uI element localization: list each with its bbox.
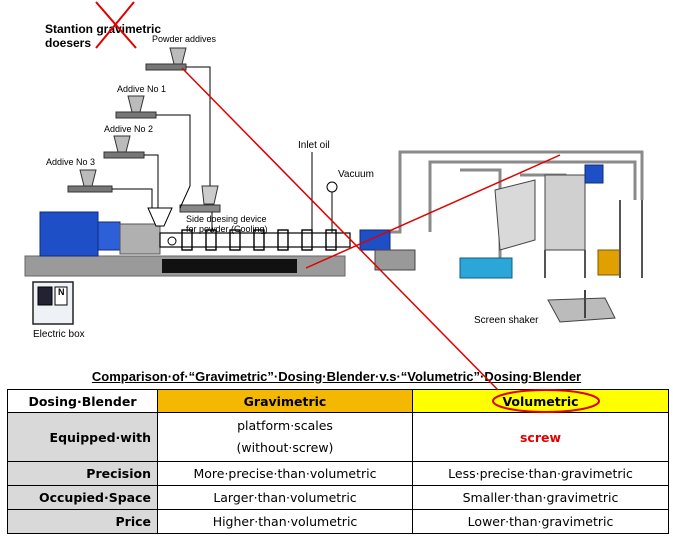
cell-volumetric-space: Smaller·than·gravimetric [412, 485, 669, 510]
table-row: Occupied·Space Larger·than·volumetric Sm… [7, 485, 669, 510]
feeder-additive-1 [115, 95, 157, 119]
blower [584, 164, 604, 184]
cell-line: platform·scales [237, 418, 333, 433]
cell-volumetric-equipped: screw [412, 412, 669, 462]
vacuum-gauge [326, 181, 338, 193]
extruder-base-black [162, 259, 297, 273]
electric-box-label: Electric box [33, 329, 85, 340]
gearbox [119, 223, 161, 255]
table-row: Equipped·with platform·scales (without·s… [7, 412, 669, 462]
feeder-powder [145, 47, 187, 71]
row-label-precision: Precision [7, 461, 158, 486]
row-label-price: Price [7, 509, 158, 534]
table-row: Price Higher·than·volumetric Lower·than·… [7, 509, 669, 534]
header-dosing-blender: Dosing·Blender [7, 389, 158, 413]
extrusion-line-diagram [24, 47, 644, 325]
side-device-label-1: Side doesing device [186, 214, 267, 224]
comparison-table: Dosing·Blender Gravimetric Volumetric Eq… [7, 389, 669, 534]
side-feeder-hopper [201, 185, 219, 205]
dryer-column [544, 174, 586, 251]
feeder-additive-2 [103, 135, 145, 159]
screen-shaker [547, 297, 616, 323]
table-caption: Comparison·of·“Gravimetric”·Dosing·Blend… [91, 369, 582, 384]
pump-unit [459, 257, 513, 279]
table-header-row: Dosing·Blender Gravimetric Volumetric [7, 389, 669, 413]
header-volumetric: Volumetric [412, 389, 669, 413]
screen-shaker-label: Screen shaker [474, 315, 539, 326]
barrel-port [167, 236, 177, 246]
cell-line: (without·screw) [236, 440, 334, 455]
header-gravimetric: Gravimetric [157, 389, 413, 413]
cell-volumetric-price: Lower·than·gravimetric [412, 509, 669, 534]
side-device-label-2: for powder (Cooling) [186, 224, 268, 234]
electric-box-panel [37, 286, 53, 306]
cell-gravimetric-precision: More·precise·than·volumetric [157, 461, 413, 486]
motor-cap [97, 221, 121, 251]
main-hopper [147, 207, 173, 227]
cell-gravimetric-space: Larger·than·volumetric [157, 485, 413, 510]
row-label-space: Occupied·Space [7, 485, 158, 510]
side-feeder-body [179, 204, 221, 213]
screen-changer [359, 229, 391, 251]
powder-additives-label: Powder addives [152, 34, 217, 44]
cell-volumetric-precision: Less·precise·than·gravimetric [412, 461, 669, 486]
cell-gravimetric-equipped: platform·scales (without·screw) [157, 412, 413, 462]
inlet-oil-label: Inlet oil [298, 140, 330, 151]
motor [39, 211, 99, 257]
cell-gravimetric-price: Higher·than·volumetric [157, 509, 413, 534]
water-ring-housing [494, 179, 536, 251]
row-label-equipped: Equipped·with [7, 412, 158, 462]
vacuum-label: Vacuum [338, 169, 374, 180]
table-row: Precision More·precise·than·volumetric L… [7, 461, 669, 486]
electric-box-switch [54, 286, 68, 306]
melt-pump [374, 249, 416, 271]
additive-1-label: Addive No 1 [117, 84, 167, 94]
product-bin [597, 249, 621, 276]
gravimetric-dosers-label: Stantion gravimetric doesers [45, 22, 162, 50]
screw-text: screw [519, 429, 562, 445]
extruder-barrel [159, 232, 351, 248]
feeder-additive-3 [67, 169, 113, 193]
switch-mark: N [58, 287, 65, 297]
additive-3-label: Addive No 3 [46, 157, 96, 167]
additive-2-label: Addive No 2 [104, 124, 154, 134]
